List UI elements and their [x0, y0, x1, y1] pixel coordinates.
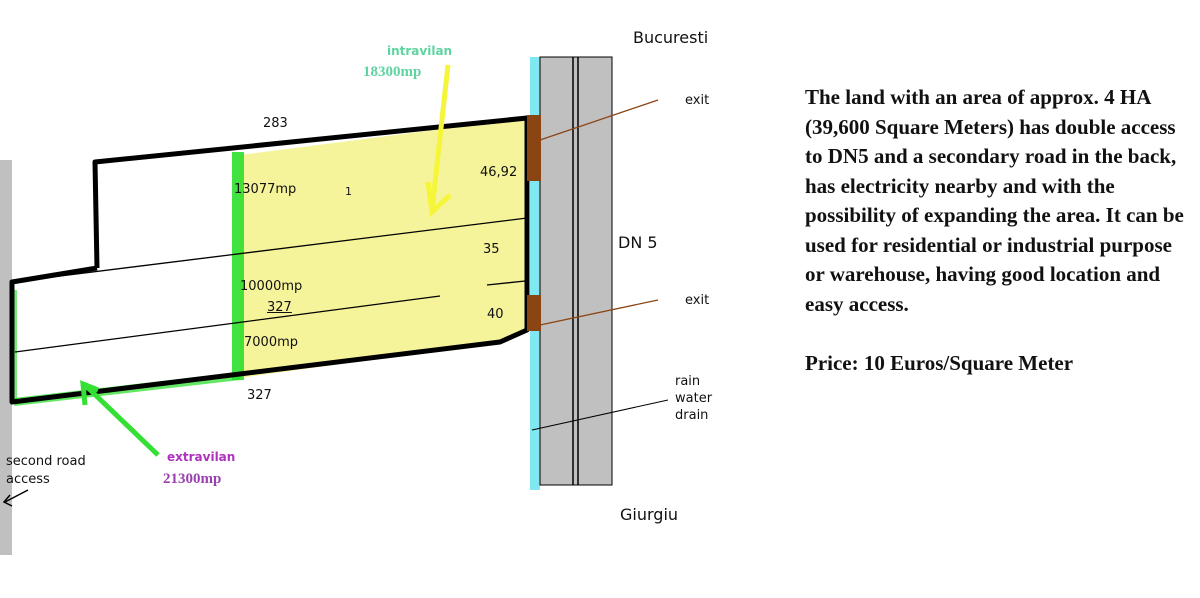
rain-water-drain — [530, 57, 540, 490]
second-road — [0, 160, 12, 555]
dimension-right-middle: 35 — [483, 242, 500, 257]
intravilan-area: 18300mp — [363, 64, 422, 80]
lot-area: 10000mp — [240, 279, 303, 294]
intravilan-arrow-icon — [425, 64, 452, 218]
price: Price: 10 Euros/Square Meter — [805, 351, 1074, 375]
exit-bottom — [527, 295, 541, 331]
lot-area: 13077mp — [234, 182, 297, 197]
dimension-right-top: 46,92 — [480, 165, 518, 180]
exit-top-label: exit — [685, 93, 710, 108]
extravilan-arrow-icon — [80, 380, 160, 457]
dimension-bottom: 327 — [247, 388, 272, 403]
dimension-top: 283 — [263, 116, 288, 131]
city-bucuresti: Bucuresti — [633, 28, 709, 47]
lot-area: 7000mp — [244, 335, 298, 350]
description-panel: The land with an area of approx. 4 HA (3… — [805, 83, 1195, 379]
arrow-left-icon — [2, 489, 29, 507]
lot-number: 1 — [345, 185, 352, 198]
road-name: DN 5 — [618, 233, 658, 252]
exit-top — [527, 115, 541, 181]
plot-boundary — [9, 115, 530, 405]
extravilan-area: 21300mp — [163, 471, 222, 487]
lot-divider — [11, 217, 528, 283]
exit-bottom-label: exit — [685, 293, 710, 308]
description-text: The land with an area of approx. 4 HA (3… — [805, 85, 1184, 316]
dimension-right-bottom: 40 — [487, 307, 504, 322]
lot-divider — [14, 295, 441, 353]
dimension-middle: 327 — [267, 300, 292, 315]
city-giurgiu: Giurgiu — [620, 505, 679, 524]
intravilan-label: intravilan — [387, 44, 453, 58]
extravilan-label: extravilan — [167, 450, 236, 464]
